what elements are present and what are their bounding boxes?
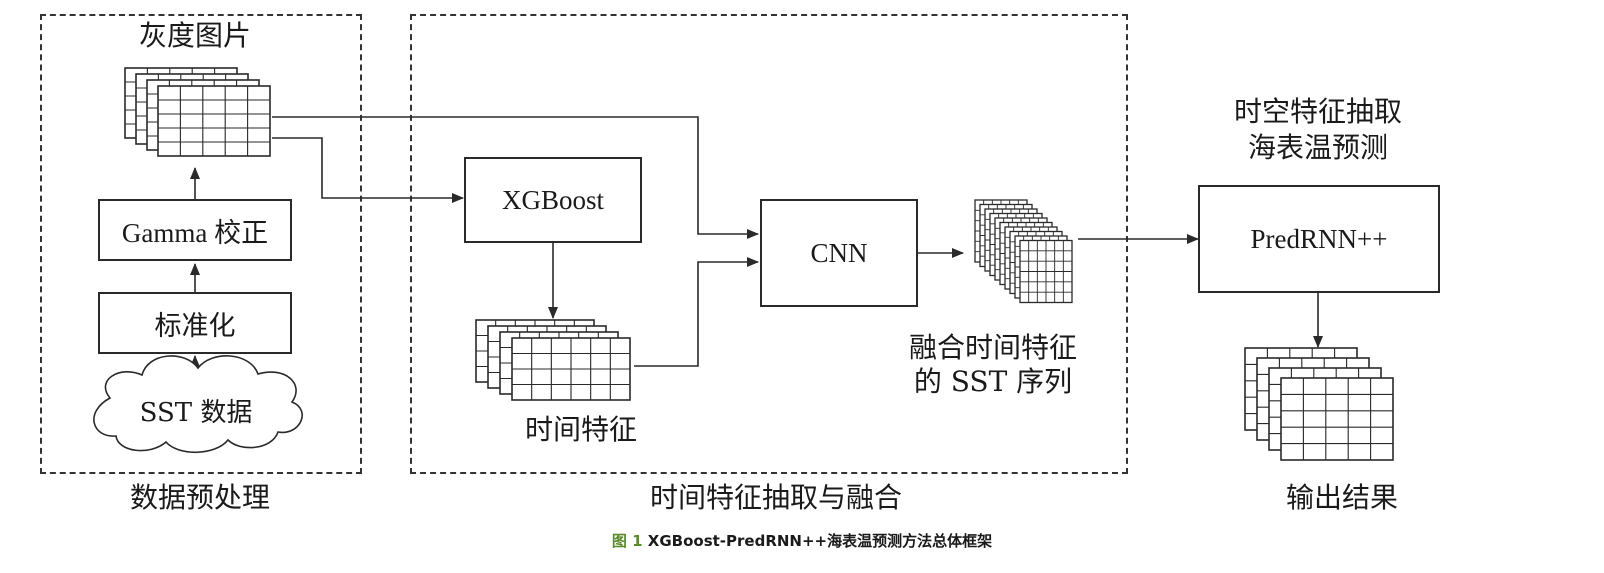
- cnn-box: CNN: [760, 199, 918, 307]
- output-stack-icon: [1244, 347, 1394, 461]
- caption-text: XGBoost-PredRNN++海表温预测方法总体框架: [647, 532, 993, 550]
- standardize-box: 标准化: [98, 292, 292, 354]
- sst-data-cloud: [93, 355, 303, 453]
- gray-image-label: 灰度图片: [138, 19, 252, 52]
- time-feature-label: 时间特征: [524, 413, 638, 446]
- output-label: 输出结果: [1285, 481, 1399, 514]
- fused-sequence-stack-icon: [974, 199, 1073, 304]
- sst-data-label: SST 数据: [139, 398, 253, 428]
- xgboost-box: XGBoost: [464, 157, 642, 243]
- fusion-group-frame: [410, 14, 1128, 474]
- caption-number: 图 1: [611, 532, 643, 550]
- arrow-gray-image-to-xgboost: [272, 137, 464, 203]
- predrnn-box: PredRNN++: [1198, 185, 1440, 293]
- fusion-group-label: 时间特征抽取与融合: [649, 481, 903, 514]
- gray-image-stack-icon: [124, 67, 271, 157]
- arrow-time-feature-to-cnn: [634, 257, 759, 367]
- predict-title-line1: 时空特征抽取: [1233, 95, 1403, 128]
- gamma-correction-box: Gamma 校正: [98, 199, 292, 261]
- predict-title-line2: 海表温预测: [1247, 131, 1389, 164]
- arrow-gray-image-to-cnn: [272, 116, 759, 239]
- fused-sequence-label-line1: 融合时间特征: [908, 331, 1078, 364]
- figure-caption: 图 1 XGBoost-PredRNN++海表温预测方法总体框架: [612, 530, 992, 551]
- preprocess-group-frame: [40, 14, 362, 474]
- preprocess-group-label: 数据预处理: [129, 481, 271, 514]
- time-feature-stack-icon: [475, 319, 631, 401]
- fused-sequence-label-line2: 的 SST 序列: [913, 365, 1073, 398]
